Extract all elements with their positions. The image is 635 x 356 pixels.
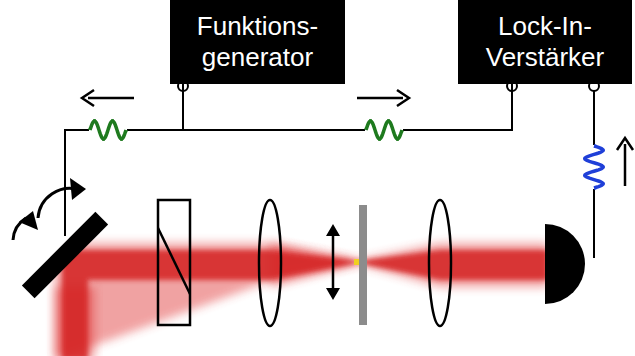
photodetector <box>545 224 585 304</box>
rotating-mirror <box>13 178 108 298</box>
signal-wave <box>366 121 402 139</box>
instrument-label: Lock-In- Verstärker <box>458 5 632 79</box>
move-arrow <box>326 224 340 300</box>
instrument-box: Funktions- generator <box>170 0 345 84</box>
laser-beam <box>55 243 548 356</box>
signal-wave <box>90 121 126 139</box>
lens <box>259 200 281 326</box>
signal-wave <box>90 121 126 139</box>
focus-spot <box>354 259 359 265</box>
instrument-label: Funktions- generator <box>170 5 345 79</box>
signal-arrow <box>82 90 633 186</box>
signal-wave <box>366 121 402 139</box>
wave-gap <box>584 145 604 189</box>
sample <box>359 205 367 325</box>
signal-cable <box>183 84 512 130</box>
signal-wave <box>585 146 603 188</box>
wave-gap <box>365 120 403 140</box>
polarizer <box>158 200 190 325</box>
wave-gap <box>584 145 604 189</box>
instrument-box: Lock-In- Verstärker <box>458 0 632 84</box>
wave-gap <box>89 120 127 140</box>
wave-gap <box>365 120 403 140</box>
wave-gap <box>89 120 127 140</box>
lens <box>429 200 451 326</box>
signal-wave <box>585 146 603 188</box>
